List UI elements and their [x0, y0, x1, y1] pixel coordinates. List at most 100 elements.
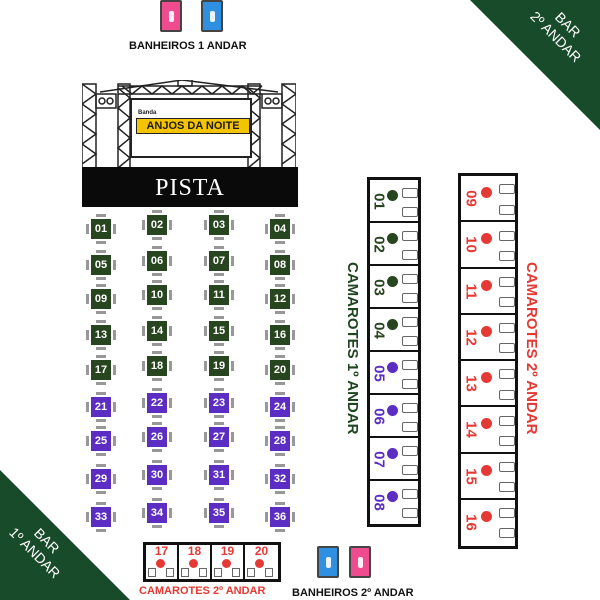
table-01[interactable]: 01 — [86, 214, 116, 244]
chair-icon — [152, 525, 162, 528]
table-number: 31 — [209, 465, 229, 485]
table-26[interactable]: 26 — [142, 422, 172, 452]
table-36[interactable]: 36 — [265, 502, 295, 532]
table-14[interactable]: 14 — [142, 316, 172, 346]
table-33[interactable]: 33 — [86, 502, 116, 532]
chair-icon — [231, 290, 234, 300]
camarote-1-07[interactable]: 07 — [370, 438, 418, 481]
table-04[interactable]: 04 — [265, 214, 295, 244]
table-32[interactable]: 32 — [265, 464, 295, 494]
camarote-1-08[interactable]: 08 — [370, 481, 418, 524]
sofa-icon — [499, 461, 515, 472]
table-10[interactable]: 10 — [142, 280, 172, 310]
camarote-2-13[interactable]: 13 — [461, 361, 515, 408]
table-28[interactable]: 28 — [265, 426, 295, 456]
table-02[interactable]: 02 — [142, 210, 172, 240]
sofa-icon — [499, 482, 515, 493]
table-number: 35 — [209, 503, 229, 523]
chair-icon — [113, 294, 116, 304]
table-05[interactable]: 05 — [86, 250, 116, 280]
chair-icon — [169, 470, 172, 480]
chair-icon — [265, 512, 268, 522]
pista-label: PISTA — [82, 167, 298, 207]
camarote-1-01[interactable]: 01 — [370, 180, 418, 223]
camarote-2-12[interactable]: 12 — [461, 315, 515, 361]
table-11[interactable]: 11 — [204, 280, 234, 310]
table-35[interactable]: 35 — [204, 498, 234, 528]
camarote-2-09[interactable]: 09 — [461, 176, 515, 223]
chair-icon — [86, 436, 89, 446]
chair-icon — [214, 351, 224, 354]
chair-icon — [152, 415, 162, 418]
camarote-2-19[interactable]: 19 — [212, 544, 245, 579]
chair-icon — [231, 220, 234, 230]
band-banner: ANJOS DA NOITE — [136, 118, 250, 134]
chair-icon — [265, 436, 268, 446]
chair-icon — [231, 432, 234, 442]
table-20[interactable]: 20 — [265, 355, 295, 385]
camarote-1-03[interactable]: 03 — [370, 266, 418, 309]
table-21[interactable]: 21 — [86, 392, 116, 422]
table-23[interactable]: 23 — [204, 388, 234, 418]
camarote-2-16[interactable]: 16 — [461, 500, 515, 546]
table-13[interactable]: 13 — [86, 320, 116, 350]
sofa-icon — [402, 445, 418, 456]
chair-icon — [169, 220, 172, 230]
camarote-2-17[interactable]: 17 — [146, 544, 179, 579]
camarote-1-02[interactable]: 02 — [370, 223, 418, 266]
table-18[interactable]: 18 — [142, 351, 172, 381]
sofa-icon — [402, 230, 418, 241]
camarote-1-04[interactable]: 04 — [370, 309, 418, 352]
table-25[interactable]: 25 — [86, 426, 116, 456]
chair-icon — [214, 280, 224, 283]
chair-icon — [265, 402, 268, 412]
table-03[interactable]: 03 — [204, 210, 234, 240]
chair-icon — [214, 449, 224, 452]
table-27[interactable]: 27 — [204, 422, 234, 452]
band-banner-small: Banda — [138, 110, 157, 116]
chair-icon — [86, 330, 89, 340]
table-29[interactable]: 29 — [86, 464, 116, 494]
sofa-icon — [499, 508, 515, 519]
table-19[interactable]: 19 — [204, 351, 234, 381]
camarote-2-11[interactable]: 11 — [461, 269, 515, 315]
chair-icon — [96, 502, 106, 505]
table-09[interactable]: 09 — [86, 284, 116, 314]
camarote-2-18[interactable]: 18 — [179, 544, 212, 579]
chair-icon — [152, 449, 162, 452]
table-06[interactable]: 06 — [142, 246, 172, 276]
table-08[interactable]: 08 — [265, 250, 295, 280]
table-07[interactable]: 07 — [204, 246, 234, 276]
camarote-2-10[interactable]: 10 — [461, 222, 515, 269]
table-dot-icon — [481, 187, 492, 199]
table-15[interactable]: 15 — [204, 316, 234, 346]
table-31[interactable]: 31 — [204, 460, 234, 490]
table-dot-icon — [387, 447, 398, 459]
table-dot-icon — [387, 318, 398, 330]
restrooms-floor1-label: BANHEIROS 1 ANDAR — [129, 40, 247, 52]
chair-icon — [152, 237, 162, 240]
table-34[interactable]: 34 — [142, 498, 172, 528]
sofa-icon — [499, 389, 515, 400]
bar-2nd-floor-corner — [470, 0, 600, 130]
table-16[interactable]: 16 — [265, 320, 295, 350]
table-number: 20 — [270, 360, 290, 380]
chair-icon — [292, 436, 295, 446]
chair-icon — [113, 512, 116, 522]
camarote-2-14[interactable]: 14 — [461, 407, 515, 454]
table-22[interactable]: 22 — [142, 388, 172, 418]
camarote-1-05[interactable]: 05 — [370, 352, 418, 395]
table-24[interactable]: 24 — [265, 392, 295, 422]
camarote-1-06[interactable]: 06 — [370, 395, 418, 438]
camarote-2-20[interactable]: 20 — [245, 544, 278, 579]
table-12[interactable]: 12 — [265, 284, 295, 314]
table-number: 09 — [91, 289, 111, 309]
chair-icon — [169, 508, 172, 518]
table-17[interactable]: 17 — [86, 355, 116, 385]
table-dot-icon — [481, 233, 492, 245]
chair-icon — [214, 415, 224, 418]
table-30[interactable]: 30 — [142, 460, 172, 490]
chair-icon — [204, 361, 207, 371]
camarote-2-15[interactable]: 15 — [461, 454, 515, 500]
